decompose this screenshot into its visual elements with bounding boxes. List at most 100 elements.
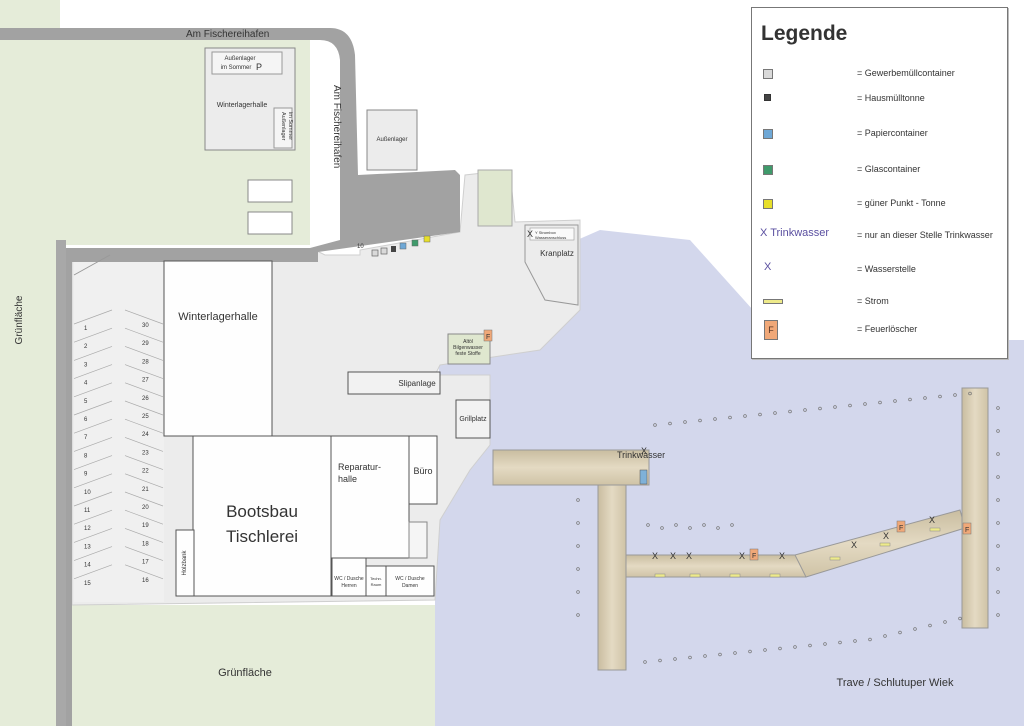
parking-line: [73, 364, 113, 379]
mooring-post: [818, 406, 822, 411]
fire-letter: F: [752, 553, 756, 560]
parking-line: [73, 546, 113, 561]
parking-line: [124, 564, 164, 580]
legend-swatch: [760, 162, 840, 178]
parking-number: 1: [84, 326, 88, 332]
parking-number: 7: [84, 435, 88, 441]
mooring-post: [674, 523, 678, 527]
fire-extinguisher: [483, 329, 493, 342]
parking-line: [124, 455, 164, 470]
parking-line: [73, 418, 113, 434]
parking-line: [73, 455, 113, 470]
parking-line: [73, 309, 113, 325]
parking-line: [124, 364, 164, 379]
aussenlager-top-label-1: Außenlager: [224, 56, 255, 62]
parking-number: 15: [84, 581, 91, 587]
wc-herren-building: [331, 557, 367, 597]
parking-number: 26: [142, 396, 149, 402]
mooring-post: [653, 423, 657, 427]
winterlagerhalle-building: [163, 260, 273, 437]
mooring-post: [576, 613, 580, 617]
parking-number: 2: [84, 344, 88, 350]
pier-walkway-top: [492, 449, 650, 486]
parking-number: 21: [142, 487, 149, 493]
legend-item-trinkwasser: X Trinkwasser = nur an dieser Stelle Tri…: [752, 227, 1007, 244]
parking-number: 10: [84, 490, 91, 496]
wasserstelle-mark: X: [670, 551, 676, 561]
mooring-post: [658, 658, 662, 663]
mooring-post: [643, 660, 647, 664]
mooring-post: [703, 654, 707, 658]
stairs: [408, 521, 428, 559]
legend-item-strom: = Strom: [752, 294, 1007, 310]
parking-line: [73, 346, 113, 361]
mooring-post: [576, 567, 580, 571]
container-gewerbe-2: [380, 247, 388, 255]
kranplatz-area: [524, 224, 579, 306]
slipanlage-label: Slipanlage: [398, 379, 436, 388]
fire-letter: F: [899, 525, 903, 532]
legend-symbol-wasserstelle: X: [764, 261, 772, 273]
mooring-post: [718, 652, 722, 657]
legend-item-feuerloescher: F = Feuerlöscher: [752, 320, 1007, 340]
pier-arm-left: [597, 484, 627, 671]
parking-number: 6: [84, 417, 88, 423]
parking-line: [124, 400, 164, 416]
mooring-post: [968, 391, 972, 396]
mooring-post: [996, 498, 1000, 502]
parking-line: [124, 327, 164, 343]
fire-extinguishers: [483, 329, 972, 561]
container-gelb: [423, 235, 431, 243]
parking-line: [73, 509, 113, 525]
trinkwasser-label: Trinkwasser: [617, 450, 665, 460]
container-haus: [391, 246, 396, 252]
mooring-post: [893, 399, 897, 403]
wasserstelle-mark: X: [527, 229, 533, 239]
legend-item-glas: = Glascontainer: [752, 162, 1007, 178]
wc-middle-building: [365, 565, 387, 597]
fire-extinguisher: [896, 520, 906, 533]
mooring-post: [660, 526, 664, 530]
reparatur-label-1: Reparatur-: [338, 462, 381, 472]
legend-swatch: [760, 294, 840, 310]
wasserstelle-mark: X: [686, 551, 692, 561]
kranplatz-box: [529, 227, 575, 241]
bootsbau-label-1: Bootsbau: [226, 502, 298, 521]
fire-extinguisher: [962, 522, 972, 535]
aussenlager-side-label-1: Außenlager: [280, 112, 286, 141]
parking-line: [124, 382, 164, 398]
container-papier: [399, 242, 407, 250]
parking-number: 25: [142, 414, 149, 420]
wc-damen-label-2: Damen: [402, 583, 418, 589]
holzbank-building: [175, 529, 195, 597]
altoel-label-1: Altöl: [463, 339, 473, 345]
legend-label: = Feuerlöscher: [857, 324, 918, 334]
area-number: 10: [357, 244, 364, 250]
aussenlager-top-label-2: im Sommer: [221, 65, 252, 71]
fire-extinguisher-icon: F: [760, 320, 840, 340]
mooring-post: [923, 396, 927, 400]
mooring-post: [730, 523, 734, 527]
fire-letter: F: [965, 527, 969, 534]
parking-number: 28: [142, 359, 149, 365]
slipanlage-ramp: [347, 371, 441, 395]
legend-symbol-trinkwasser: X Trinkwasser: [760, 227, 830, 239]
legend-swatch: [760, 66, 840, 82]
aussenlager-top-box: [211, 51, 283, 75]
parking-line: [124, 509, 164, 525]
parking-number: 22: [142, 469, 149, 475]
wc-damen-building: [385, 565, 435, 597]
mooring-post: [803, 408, 807, 412]
mooring-post: [576, 590, 580, 594]
mooring-post: [743, 414, 747, 418]
parking-number: 16: [142, 578, 149, 584]
mooring-post: [823, 642, 827, 646]
mooring-post: [996, 567, 1000, 571]
aussenlager-side-label-2: im Sommer: [287, 112, 293, 140]
shed-2: [247, 211, 293, 235]
mooring-post: [698, 418, 702, 423]
container-glas: [411, 239, 419, 247]
legend-label: = Glascontainer: [857, 164, 921, 174]
mooring-post: [908, 397, 912, 402]
mooring-post: [576, 521, 580, 525]
